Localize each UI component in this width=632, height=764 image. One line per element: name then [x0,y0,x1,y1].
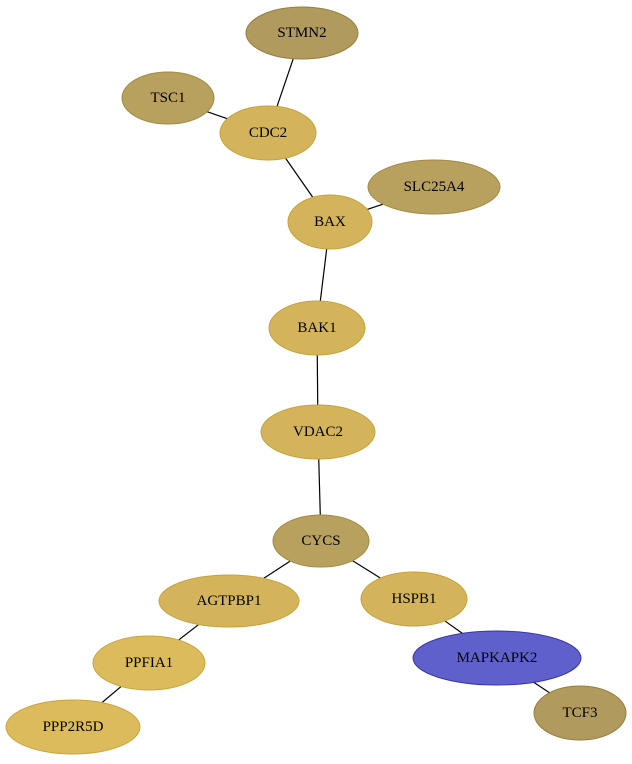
node-bax[interactable]: BAX [287,194,373,250]
edge-cdc2-bax [285,157,314,198]
node-hspb1[interactable]: HSPB1 [360,571,468,627]
node-shape [260,404,376,460]
edge-cycs-agtpbp1 [263,560,291,579]
node-ppfia1[interactable]: PPFIA1 [92,635,206,691]
node-agtpbp1[interactable]: AGTPBP1 [158,574,300,628]
node-shape [5,699,141,755]
edges-layer [101,58,550,704]
node-shape [92,635,206,691]
edge-cycs-hspb1 [352,560,381,579]
node-label: AGTPBP1 [196,593,261,609]
node-shape [272,514,370,568]
node-bak1[interactable]: BAK1 [268,300,366,356]
edge-vdac2-cycs [318,458,321,516]
node-label: TSC1 [150,90,185,106]
node-label: BAX [314,214,346,230]
node-shape [245,6,359,60]
node-label: CDC2 [249,125,287,141]
node-shape [158,574,300,628]
edge-hspb1-mapkapk2 [444,620,463,634]
node-label: PPP2R5D [43,719,104,735]
node-label: SLC25A4 [404,179,465,195]
node-ppp2r5d[interactable]: PPP2R5D [5,699,141,755]
node-label: TCF3 [562,705,597,721]
node-label: BAK1 [297,320,336,336]
edge-tsc1-cdc2 [206,111,228,120]
node-slc25a4[interactable]: SLC25A4 [367,159,501,215]
node-label: CYCS [301,533,340,549]
edge-agtpbp1-ppfia1 [178,623,200,641]
node-shape [360,571,468,627]
node-label: STMN2 [277,25,326,41]
node-shape [268,300,366,356]
node-tcf3[interactable]: TCF3 [533,685,627,741]
node-vdac2[interactable]: VDAC2 [260,404,376,460]
node-label: VDAC2 [293,424,343,440]
node-label: HSPB1 [391,591,436,607]
node-shape [121,71,215,125]
node-shape [412,630,582,686]
edge-mapkapk2-tcf3 [533,681,550,694]
node-stmn2[interactable]: STMN2 [245,6,359,60]
node-shape [533,685,627,741]
node-shape [219,105,317,161]
node-cdc2[interactable]: CDC2 [219,105,317,161]
edge-slc25a4-bax [367,203,384,211]
node-shape [287,194,373,250]
edge-ppfia1-ppp2r5d [101,685,122,704]
node-mapkapk2[interactable]: MAPKAPK2 [412,630,582,686]
node-label: PPFIA1 [125,655,173,671]
node-shape [367,159,501,215]
node-cycs[interactable]: CYCS [272,514,370,568]
node-tsc1[interactable]: TSC1 [121,71,215,125]
edge-stmn2-cdc2 [276,58,294,107]
edge-bax-bak1 [319,248,328,302]
node-label: MAPKAPK2 [457,650,538,666]
